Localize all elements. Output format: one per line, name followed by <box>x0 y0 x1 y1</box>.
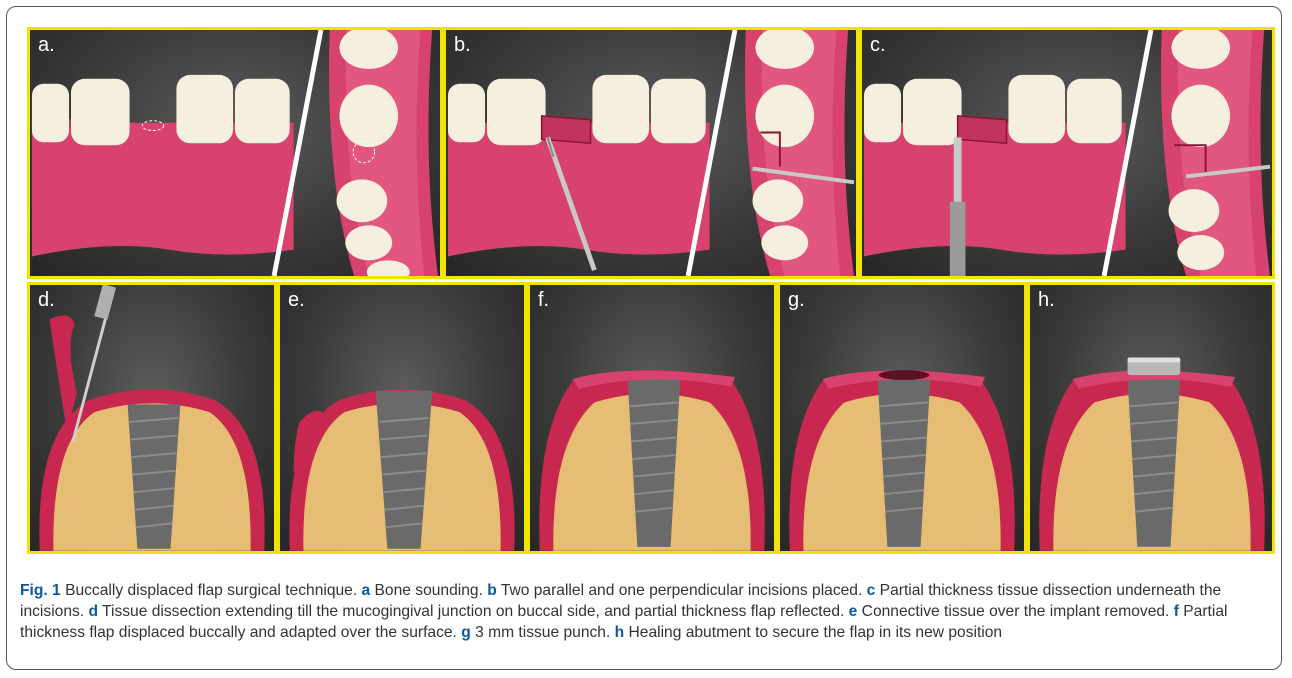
caption-text-e: Connective tissue over the implant remov… <box>857 603 1173 620</box>
panel-a: a. <box>27 27 443 279</box>
caption-text-d: Tissue dissection extending till the muc… <box>98 603 849 620</box>
illustration-h <box>1030 285 1272 551</box>
caption-key-d: d <box>88 603 98 620</box>
panel-c: c. <box>859 27 1275 279</box>
caption-text-a: Bone sounding. <box>370 582 487 599</box>
caption-key-b: b <box>487 582 497 599</box>
figure-caption: Fig. 1 Buccally displaced flap surgical … <box>20 580 1272 643</box>
panel-h: h. <box>1027 282 1275 554</box>
illustration-d <box>30 285 274 551</box>
panel-d: d. <box>27 282 277 554</box>
panel-b: b. <box>443 27 859 279</box>
panel-label-e: e. <box>288 289 305 312</box>
caption-key-a: a <box>362 582 371 599</box>
figure-label: Fig. 1 <box>20 582 61 599</box>
illustration-e <box>280 285 524 551</box>
caption-text-h: Healing abutment to secure the flap in i… <box>624 624 1002 641</box>
panel-f: f. <box>527 282 777 554</box>
illustration-c <box>862 30 1272 276</box>
illustration-g <box>780 285 1024 551</box>
panel-label-h: h. <box>1038 289 1055 312</box>
panel-label-b: b. <box>454 34 471 57</box>
panel-label-f: f. <box>538 289 549 312</box>
illustration-a <box>30 30 440 276</box>
panel-e: e. <box>277 282 527 554</box>
illustration-f <box>530 285 774 551</box>
illustration-b <box>446 30 856 276</box>
caption-text-b: Two parallel and one perpendicular incis… <box>497 582 867 599</box>
caption-text-g: 3 mm tissue punch. <box>471 624 615 641</box>
panel-label-c: c. <box>870 34 886 57</box>
panel-label-d: d. <box>38 289 55 312</box>
panel-label-a: a. <box>38 34 55 57</box>
panel-g: g. <box>777 282 1027 554</box>
caption-title: Buccally displaced flap surgical techniq… <box>61 582 362 599</box>
caption-key-h: h <box>615 624 625 641</box>
panel-label-g: g. <box>788 289 805 312</box>
caption-key-g: g <box>461 624 471 641</box>
